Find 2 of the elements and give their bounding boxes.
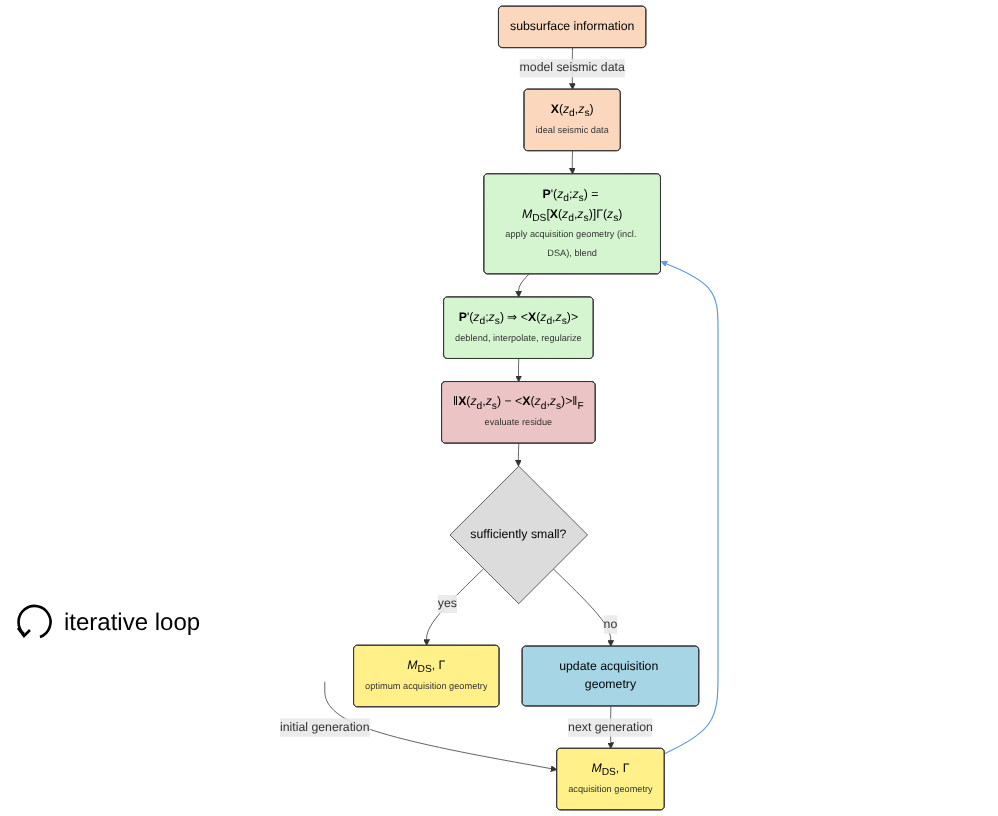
note-text: iterative loop xyxy=(64,608,201,636)
arrow xyxy=(660,260,719,755)
